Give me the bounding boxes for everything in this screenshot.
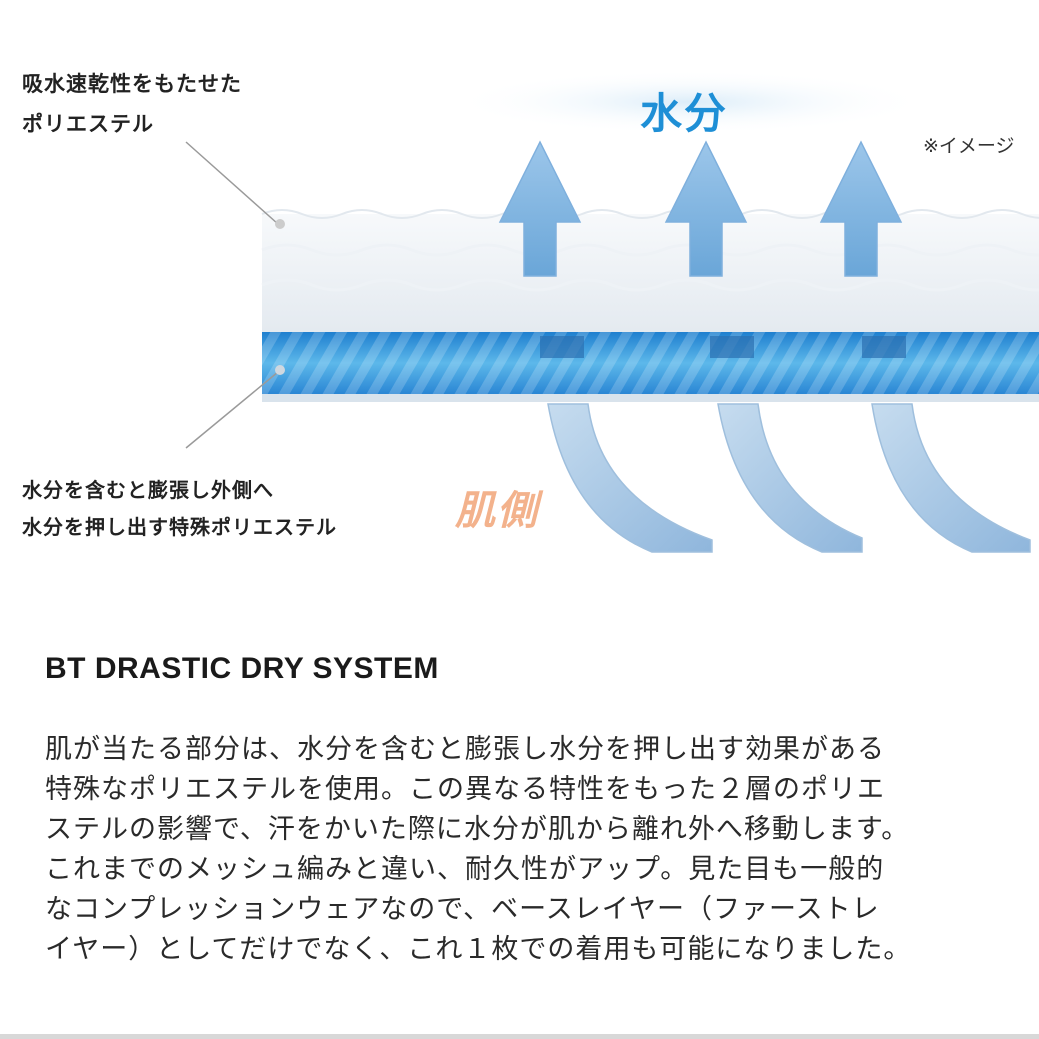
arrow-curve-3 (871, 403, 1031, 553)
moisture-label: 水分 (640, 89, 729, 138)
section-heading: BT DRASTIC DRY SYSTEM (45, 652, 439, 685)
outer-layer-label: 吸水速乾性をもたせた ポリエステル (22, 72, 242, 136)
fabric-diagram: 吸水速乾性をもたせた ポリエステル 水分を含むと膨張し外側へ 水分を押し出す特殊… (22, 70, 1039, 553)
paragraph-line: 肌が当たる部分は、水分を含むと膨張し水分を押し出す効果がある (45, 734, 885, 765)
image-note: ※イメージ (923, 135, 1015, 157)
paragraph-line: 特殊なポリエステルを使用。この異なる特性をもった２層のポリエ (45, 774, 885, 805)
leader-line-bottom (185, 371, 279, 449)
arrow-curve-2 (717, 403, 863, 553)
leader-dot-bottom (275, 365, 285, 375)
leader-dot-top (275, 219, 285, 229)
paragraph-line: これまでのメッシュ編みと違い、耐久性がアップ。見た目も一般的 (45, 854, 885, 885)
arrow-up-2 (664, 140, 748, 277)
paragraph-line: ステルの影響で、汗をかいた際に水分が肌から離れ外へ移動します。 (45, 814, 910, 845)
skin-side-label: 肌側 (455, 488, 539, 534)
inner-layer-label: 水分を含むと膨張し外側へ 水分を押し出す特殊ポリエステル (22, 478, 337, 539)
fabric-layers-illustration (185, 70, 1039, 553)
paragraph-line: イヤー）としてだけでなく、これ１枚での着用も可能になりました。 (45, 934, 912, 965)
arrow-curve-1 (547, 403, 713, 553)
description-paragraph: 肌が当たる部分は、水分を含むと膨張し水分を押し出す効果がある 特殊なポリエステル… (45, 730, 1020, 970)
paragraph-line: なコンプレッションウェアなので、ベースレイヤー（ファーストレ (45, 894, 880, 925)
leader-line-top (185, 141, 279, 225)
bottom-divider (0, 1034, 1039, 1039)
arrow-up-1 (498, 140, 582, 277)
outer-polyester-layer (262, 214, 1039, 332)
arrow-up-3 (819, 140, 903, 277)
moisture-glow (450, 70, 930, 134)
